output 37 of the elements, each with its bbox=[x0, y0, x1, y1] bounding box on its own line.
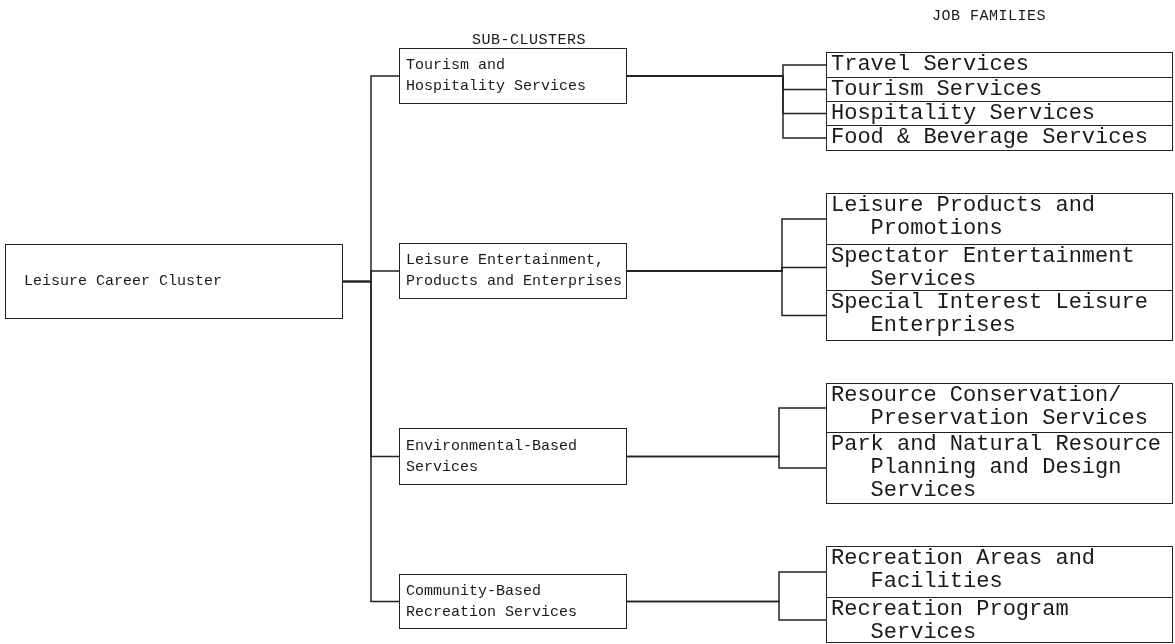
box-label: Resource Conservation/ Preservation Services bbox=[830, 384, 1149, 430]
connector-line bbox=[626, 270, 827, 317]
box-label: Food & Beverage Services bbox=[830, 126, 1149, 149]
box-label: Tourism and Hospitality Services bbox=[405, 56, 588, 97]
sub-cluster-box bbox=[399, 428, 627, 485]
job-family-box bbox=[826, 52, 1173, 78]
connector-line bbox=[626, 600, 827, 621]
column-heading: JOB FAMILIES bbox=[932, 8, 1047, 25]
job-family-box bbox=[826, 193, 1173, 245]
box-label: Leisure Products and Promotions bbox=[830, 194, 1097, 240]
box-label: Environmental-Based Services bbox=[405, 436, 579, 478]
box-label: Leisure Entertainment, Products and Enterprises bbox=[405, 251, 623, 292]
column-heading: SUB-CLUSTERS bbox=[472, 32, 587, 49]
job-family-box bbox=[826, 101, 1173, 126]
box-label: Hospitality Services bbox=[830, 102, 1097, 125]
box-label: Recreation Areas and Facilities bbox=[830, 547, 1097, 593]
job-family-box bbox=[826, 597, 1173, 643]
box-label: Tourism Services bbox=[830, 78, 1044, 101]
job-family-box bbox=[826, 383, 1173, 433]
sub-cluster-box bbox=[399, 243, 627, 299]
sub-cluster-box bbox=[399, 574, 627, 629]
box-label: Community-Based Recreation Services bbox=[405, 581, 579, 623]
sub-cluster-box bbox=[399, 48, 627, 104]
connector-line bbox=[626, 455, 827, 469]
box-label: Travel Services bbox=[830, 53, 1031, 76]
box-label: Recreation Program Services bbox=[830, 598, 1070, 644]
box-label: Leisure Career Cluster bbox=[23, 272, 224, 292]
box-label: Spectator Entertainment Services bbox=[830, 245, 1136, 291]
job-family-box bbox=[826, 125, 1173, 151]
connector-line bbox=[626, 75, 827, 139]
job-family-box bbox=[826, 77, 1173, 102]
connector-line bbox=[342, 280, 400, 603]
cluster-box bbox=[5, 244, 343, 319]
job-family-box bbox=[826, 546, 1173, 598]
box-label: Special Interest Leisure Enterprises bbox=[830, 291, 1149, 337]
box-label: Park and Natural Resource Planning and Design Services bbox=[830, 433, 1163, 502]
job-family-box bbox=[826, 290, 1173, 341]
